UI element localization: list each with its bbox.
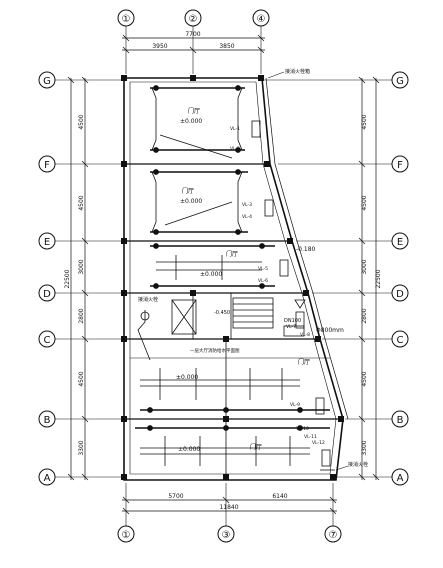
valve-tag-4: VL-4	[242, 214, 252, 220]
valve-tag-7: VL-7	[286, 324, 296, 330]
pipe-note: DN100	[284, 318, 301, 324]
valve-tag-6: VL-6	[258, 278, 268, 284]
dim-right-seg-2: 4500	[361, 195, 368, 210]
grid-label-row-b-left: B	[44, 415, 51, 426]
grid-label-row-c-left: C	[44, 335, 51, 346]
corridor-note: 一层大厅消防给水平面图	[190, 347, 240, 354]
dim-left-seg-6: 3300	[78, 440, 85, 455]
valve-tag-3: VL-3	[242, 202, 252, 208]
grid-label-row-c-right: C	[397, 335, 404, 346]
grid-label-col-2: ②	[189, 14, 198, 25]
grid-label-row-b-right: B	[397, 415, 404, 426]
dim-top-left: 3950	[152, 43, 167, 50]
valve-tag-12: VL-12	[312, 440, 325, 446]
dim-bottom-left: 5700	[168, 493, 183, 500]
grid-label-bottom-1: ①	[122, 530, 131, 541]
grid-label-row-a-left: A	[44, 473, 51, 484]
room-label-4: 门厅	[298, 358, 310, 366]
grid-label-row-d-right: D	[396, 289, 404, 300]
room-ba-furnishing	[135, 425, 335, 471]
dim-left-total: 22500	[64, 269, 71, 288]
room-cb-furnishing	[130, 357, 330, 413]
grid-axis-lines	[55, 26, 392, 526]
dim-left-seg-4: 2800	[78, 308, 85, 323]
room-label-1: 门厅	[188, 107, 200, 115]
stair-note: 接消火栓	[138, 296, 158, 303]
dim-right-seg-1: 4500	[361, 114, 368, 129]
grid-label-col-4: ④	[257, 14, 266, 25]
grid-label-bottom-3: ③	[222, 530, 231, 541]
bottom-dimension-chain	[122, 496, 337, 515]
dim-top-total: 7700	[185, 31, 200, 38]
dim-right-seg-3: 3000	[361, 259, 368, 274]
room-label-2: 门厅	[182, 187, 194, 195]
elevation-label-3: ±0.000	[200, 271, 222, 278]
room-ed-furnishing	[150, 243, 275, 289]
top-note: 接消火栓箱	[285, 68, 310, 75]
dim-left-seg-1: 4500	[78, 114, 85, 129]
dim-left-seg-2: 4500	[78, 195, 85, 210]
dim-right-total: 22500	[375, 269, 382, 288]
fire-hose-cabinets	[251, 120, 331, 467]
grid-label-row-f-left: F	[44, 160, 50, 171]
stair-core	[137, 297, 306, 361]
room-fe-furnishing	[150, 169, 248, 235]
dim-left-seg-3: 3000	[78, 259, 85, 274]
dim-bottom-right: 6140	[272, 493, 287, 500]
dim-bottom-total: 11840	[219, 504, 238, 511]
top-dimension-chain	[122, 34, 265, 54]
grid-label-row-e-right: E	[397, 237, 403, 248]
valve-tag-1: VL-1	[230, 126, 240, 132]
valve-tag-9: VL-9	[290, 402, 300, 408]
elevation-mid: -0.450	[214, 310, 230, 316]
right-dimension-chain	[358, 76, 380, 481]
valve-tag-11: VL-11	[304, 434, 317, 440]
room-label-3: 门厅	[226, 250, 238, 258]
valve-tag-10: VL-10	[296, 426, 309, 432]
dim-right-seg-4: 2800	[361, 308, 368, 323]
grid-label-row-g-right: G	[396, 76, 404, 87]
grid-label-row-f-right: F	[397, 160, 403, 171]
dim-top-right: 3850	[219, 43, 234, 50]
room-label-5: 门厅	[250, 443, 262, 451]
elevation-label-5: ±0.000	[178, 446, 200, 453]
grid-label-row-g-left: G	[43, 76, 51, 87]
dim-left-seg-5: 4500	[78, 371, 85, 386]
elevation-label-2: ±0.000	[180, 198, 202, 205]
grid-label-col-1: ①	[122, 14, 131, 25]
bottom-note-leader	[335, 465, 349, 471]
room-gf-furnishing	[150, 85, 245, 159]
elevation-label-4: ±0.000	[176, 374, 198, 381]
left-dimension-chain	[67, 76, 89, 481]
valve-tag-2: VL-2	[230, 146, 240, 152]
grid-label-bottom-7: ⑦	[329, 530, 338, 541]
dim-right-seg-6: 3300	[361, 440, 368, 455]
elevation-label-1: ±0.000	[180, 118, 202, 125]
dim-right-seg-5: 4500	[361, 371, 368, 386]
valve-tag-8: VL-8	[300, 332, 310, 338]
grid-label-row-d-left: D	[43, 289, 51, 300]
size-note: Φ800mm	[316, 327, 344, 334]
building-outline	[123, 77, 349, 481]
bottom-note: 接消火栓	[348, 461, 368, 468]
structural-columns	[121, 75, 344, 480]
top-note-leader	[267, 71, 285, 79]
grid-label-row-e-left: E	[44, 237, 50, 248]
valve-tag-5: VL-5	[258, 266, 268, 272]
grid-label-row-a-right: A	[397, 473, 404, 484]
level-note-e: -0.180	[296, 246, 316, 253]
